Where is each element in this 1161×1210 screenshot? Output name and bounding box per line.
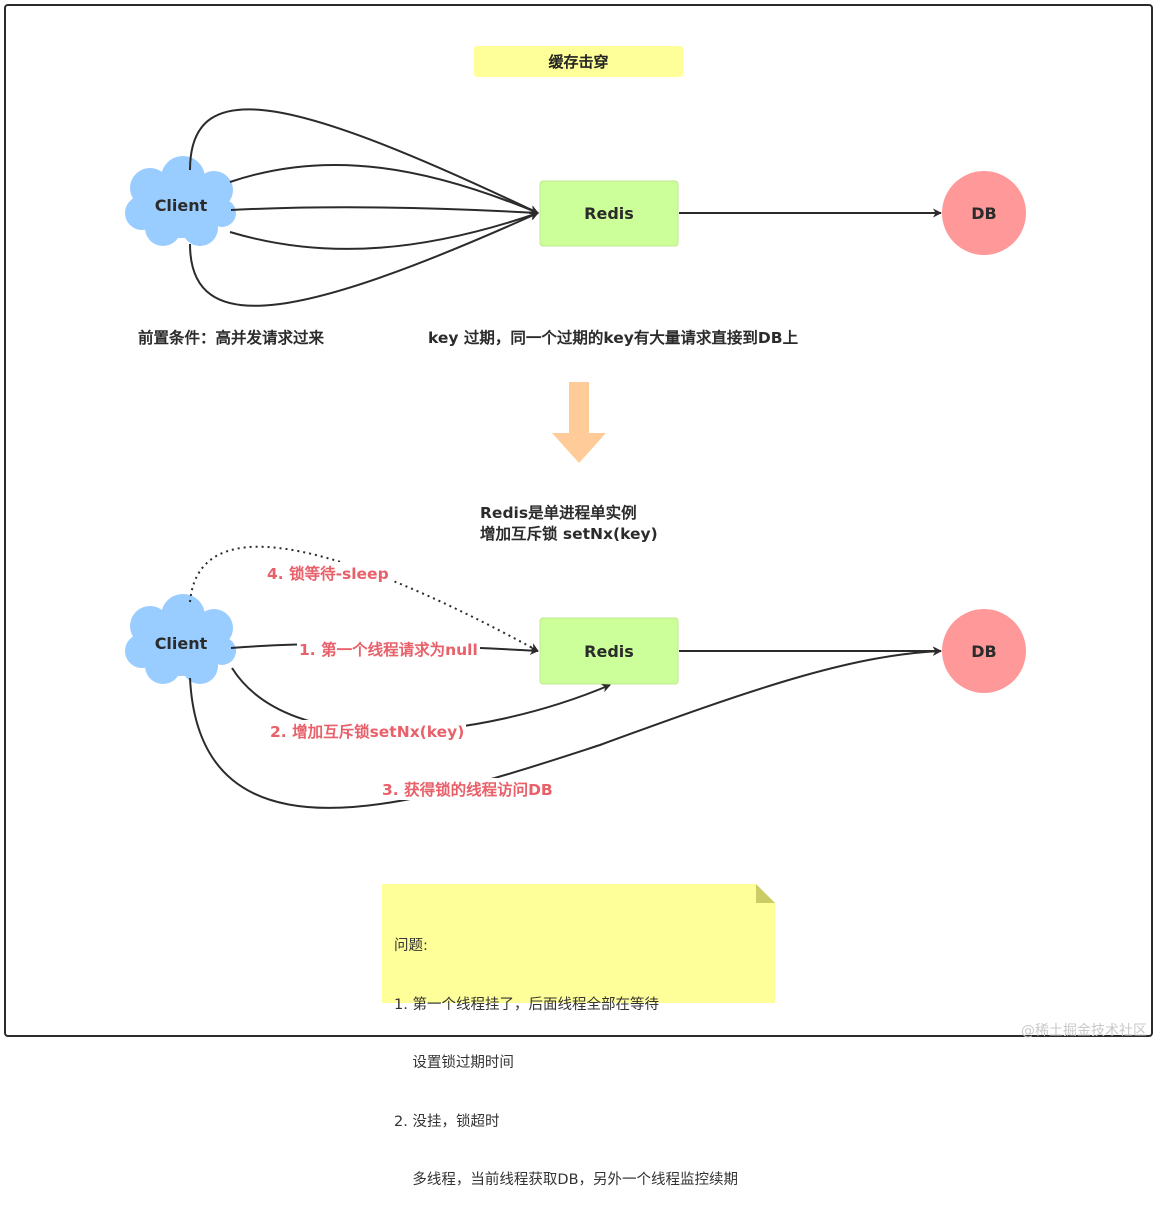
diagram-title: 缓存击穿: [474, 46, 683, 77]
mutex-lock-text: 增加互斥锁 setNx(key): [480, 525, 658, 543]
client-cloud-bottom: [125, 594, 236, 684]
step3-arrow: [189, 646, 942, 809]
client-label-bottom: Client: [154, 633, 208, 653]
step2-label: 2. 增加互斥锁setNx(key): [268, 720, 467, 742]
redis-label-bottom: Redis: [584, 641, 634, 661]
request-curves-top: [189, 108, 539, 307]
db-label-bottom: DB: [971, 641, 997, 661]
redis-label-top: Redis: [584, 204, 634, 223]
note-text: 问题: 1. 第一个线程挂了，后面线程全部在等待 设置锁过期时间 2. 没挂，锁…: [394, 898, 738, 1210]
step3-label: 3. 获得锁的线程访问DB: [380, 778, 555, 800]
redis-box-top: [539, 180, 679, 247]
note-line: 设置锁过期时间: [394, 1055, 514, 1071]
note-line: 1. 第一个线程挂了，后面线程全部在等待: [394, 996, 659, 1013]
note-line: 问题:: [394, 938, 428, 954]
client-cloud-top: [125, 156, 236, 246]
note-line: 2. 没挂，锁超时: [394, 1113, 500, 1130]
redis-box-bottom: [539, 617, 679, 685]
down-arrow: [552, 382, 606, 463]
redis-single-process-text: Redis是单进程单实例: [480, 504, 637, 522]
note-box: [382, 884, 775, 1003]
client-label-top: Client: [154, 195, 208, 215]
diagram-canvas: [125, 108, 1026, 1003]
precondition-text: 前置条件：高并发请求过来: [138, 329, 325, 347]
note-line: 多线程，当前线程获取DB，另外一个线程监控续期: [394, 1172, 739, 1188]
db-circle-bottom: [942, 609, 1026, 693]
watermark: @稀土掘金技术社区: [1021, 1023, 1147, 1039]
db-label-top: DB: [971, 203, 997, 223]
note-fold: [756, 884, 775, 903]
db-circle-top: [942, 171, 1026, 255]
step1-label: 1. 第一个线程请求为null: [297, 638, 480, 660]
description-text: key 过期，同一个过期的key有大量请求直接到DB上: [428, 329, 799, 347]
step4-label: 4. 锁等待-sleep: [265, 562, 391, 584]
diagram-frame: [4, 4, 1153, 1037]
